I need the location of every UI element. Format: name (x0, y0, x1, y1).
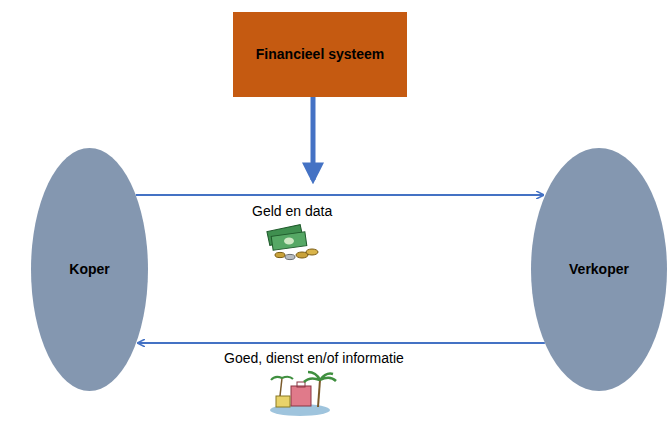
influence-arrow (311, 97, 316, 180)
node-label: Financieel systeem (256, 45, 384, 64)
goods-icon (270, 372, 336, 416)
flow-label: Geld en data (250, 203, 334, 219)
system-box: Financieel systeem (233, 12, 407, 97)
flow-arrow (138, 342, 545, 344)
money-icon (267, 225, 318, 260)
flow-label: Goed, dienst en/of informatie (222, 350, 406, 366)
flow-arrow (136, 194, 544, 196)
node-label: Koper (69, 260, 109, 279)
party-ellipse: Koper (31, 148, 148, 391)
party-ellipse: Verkoper (531, 148, 667, 391)
node-label: Verkoper (569, 260, 629, 279)
